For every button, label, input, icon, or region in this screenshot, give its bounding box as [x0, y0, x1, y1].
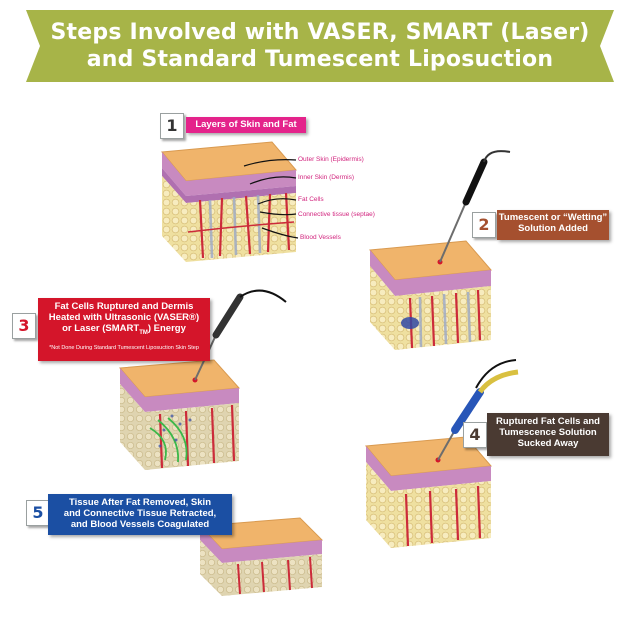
tissue-block-1 — [161, 141, 298, 262]
annotation-connective-tissue: Connective tissue (septae) — [298, 211, 375, 218]
step-5-label: Tissue After Fat Removed, Skin and Conne… — [48, 494, 232, 535]
step-4-number: 4 — [463, 422, 487, 448]
step-1-number: 1 — [160, 113, 184, 139]
step-3-label-line-3a: or Laser (SMART — [62, 323, 140, 334]
annotation-leaders — [243, 159, 299, 239]
banner-shape — [26, 10, 614, 82]
step-1-label: Layers of Skin and Fat — [186, 117, 306, 133]
tissue-block-3 — [118, 289, 287, 470]
step-2-number: 2 — [472, 212, 496, 238]
step-5-label-line-3: and Blood Vessels Coagulated — [70, 519, 210, 530]
step-3-label: Fat Cells Ruptured and Dermis Heated wit… — [38, 298, 210, 361]
title-line-1: Steps Involved with VASER, SMART (Laser) — [50, 20, 590, 45]
step-5-label-line-2: and Connective Tissue Retracted, — [63, 508, 217, 519]
title-banner: Steps Involved with VASER, SMART (Laser)… — [26, 10, 614, 82]
step-3-label-line-3: or Laser (SMARTTM) Energy — [38, 323, 210, 339]
step-3-note: *Not Done During Standard Tumescent Lipo… — [49, 344, 199, 351]
step-2-label-line-1: Tumescent or “Wetting” — [498, 212, 608, 223]
step-3-label-line-1: Fat Cells Ruptured and Dermis — [54, 301, 194, 312]
step-2-label-line-2: Solution Added — [518, 223, 588, 234]
step-3-label-line-3b: ) Energy — [147, 323, 186, 334]
tissue-block-4 — [365, 359, 519, 548]
title-line-2: and Standard Tumescent Liposuction — [86, 47, 554, 72]
annotation-inner-skin: Inner Skin (Dermis) — [298, 174, 354, 181]
step-3-label-sub: TM — [139, 329, 148, 336]
step-3-label-line-2: Heated with Ultrasonic (VASER®) — [48, 312, 200, 323]
step-4-label: Ruptured Fat Cells and Tumescence Soluti… — [487, 413, 609, 456]
step-2-label: Tumescent or “Wetting” Solution Added — [497, 210, 609, 240]
annotation-blood-vessels: Blood Vessels — [300, 234, 341, 241]
step-3-number: 3 — [12, 313, 36, 339]
step-4-label-line-2: Tumescence Solution — [499, 427, 597, 438]
step-4-label-line-1: Ruptured Fat Cells and — [496, 416, 600, 427]
step-5-label-line-1: Tissue After Fat Removed, Skin — [68, 497, 211, 508]
tissue-block-2 — [369, 150, 511, 350]
step-5-number: 5 — [26, 500, 50, 526]
step-4-label-line-3: Sucked Away — [517, 438, 579, 449]
annotation-fat-cells: Fat Cells — [298, 196, 324, 203]
page-title: Steps Involved with VASER, SMART (Laser)… — [26, 19, 614, 73]
annotation-outer-skin: Outer Skin (Epidermis) — [298, 156, 364, 163]
